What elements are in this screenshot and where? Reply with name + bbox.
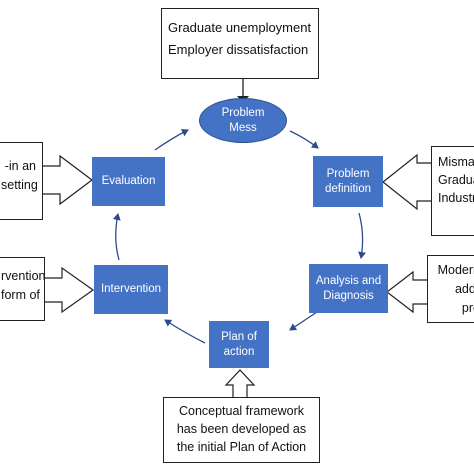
node-analysis-diagnosis: Analysis and Diagnosis [309,264,388,313]
node-problem-definition-line1: Problem [326,168,370,181]
node-intervention: Intervention [94,265,168,314]
arrow-plan-to-intervention [164,319,206,344]
note-left-lower: rvention form of [0,257,45,321]
note-right-lower-line1: Modern [437,263,474,277]
note-bottom-line2: has been developed as [176,422,307,437]
node-plan-of-action: Plan of action [209,321,269,368]
left-lower-callout-arrow [43,266,95,314]
arrow-mess-to-definition [289,130,319,149]
bottom-callout-arrow [224,369,256,399]
arrow-intervention-to-evaluation [112,213,121,261]
node-analysis-line1: Analysis and [315,275,382,288]
node-evaluation: Evaluation [92,157,165,206]
note-top-line2: Employer dissatisfaction [168,42,309,58]
note-left-upper: -in an setting [0,142,43,220]
node-intervention-label: Intervention [100,283,162,296]
node-problem-definition: Problem definition [313,156,383,207]
note-top: Graduate unemployment Employer dissatisf… [161,8,319,79]
node-problem-definition-line2: definition [324,182,372,195]
note-right-lower-line3: pro [461,300,474,315]
note-bottom-line3: the initial Plan of Action [176,440,307,455]
arrow-definition-to-analysis [358,212,366,259]
note-right-lower: Modern addr pro [427,255,474,323]
note-bottom: Conceptual framework has been developed … [163,397,320,463]
note-right-lower-line2: addr [454,281,474,296]
note-top-line1: Graduate unemployment [168,20,312,35]
node-evaluation-label: Evaluation [101,175,156,188]
node-plan-line1: Plan of [221,331,257,344]
node-problem-mess: Problem Mess [199,98,287,143]
arrow-analysis-to-plan [289,309,321,331]
node-analysis-line2: Diagnosis [323,289,374,302]
note-right-upper-line2: Graduat [438,173,474,188]
note-bottom-line1: Conceptual framework [178,404,305,418]
right-lower-callout-arrow [386,270,429,314]
node-plan-line2: action [223,345,255,358]
note-right-upper-line3: Industry n [438,191,474,206]
note-left-upper-line2: setting [1,178,38,193]
note-left-lower-line2: form of [1,288,40,303]
arrow-evaluation-to-mess [154,129,189,151]
note-left-upper-line1: -in an [4,159,36,173]
note-left-lower-line1: rvention [1,269,45,283]
left-upper-callout-arrow [41,154,93,206]
node-problem-mess-line2: Mess [229,121,257,134]
note-right-upper: Mismate Graduat Industry n [431,146,474,236]
node-problem-mess-line1: Problem [221,107,265,120]
note-right-upper-line1: Mismate [438,155,474,169]
right-upper-callout-arrow [382,153,433,211]
